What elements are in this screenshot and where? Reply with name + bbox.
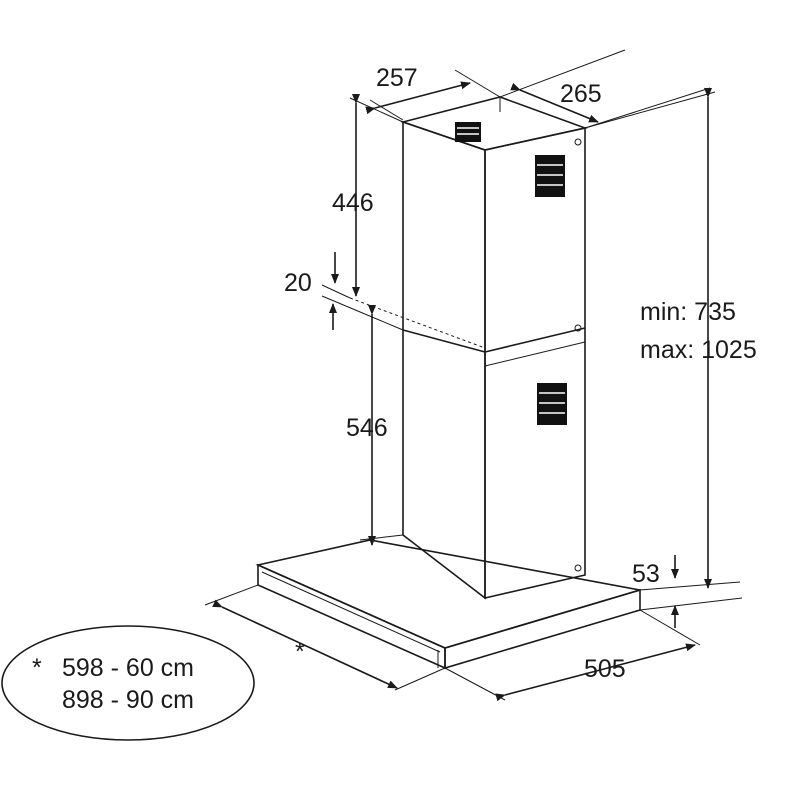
dim-446-label: 446 — [332, 189, 374, 217]
dim-53-label: 53 — [632, 560, 660, 588]
dim-546-label: 546 — [346, 414, 388, 442]
screw-icon — [574, 138, 582, 146]
dim-505-label: 505 — [584, 655, 626, 683]
legend-marker: * — [32, 654, 42, 682]
dim-257-label: 257 — [376, 64, 418, 92]
dim-20-label: 20 — [284, 269, 312, 297]
legend-line-2: 898 - 90 cm — [62, 686, 194, 714]
hood-canopy — [255, 539, 641, 670]
screw-icon — [574, 564, 582, 572]
dim-min-label: min: 735 — [640, 298, 736, 326]
dim-265-label: 265 — [560, 80, 602, 108]
width-legend: * 598 - 60 cm 898 - 90 cm — [1, 625, 255, 741]
dim-max-label: max: 1025 — [640, 336, 757, 364]
dim-width-marker: * — [295, 638, 305, 666]
screw-icon — [574, 324, 582, 332]
legend-line-1: 598 - 60 cm — [62, 654, 194, 682]
vent-icon — [455, 122, 567, 425]
dimension-lines — [204, 49, 743, 702]
chimney — [349, 96, 588, 600]
